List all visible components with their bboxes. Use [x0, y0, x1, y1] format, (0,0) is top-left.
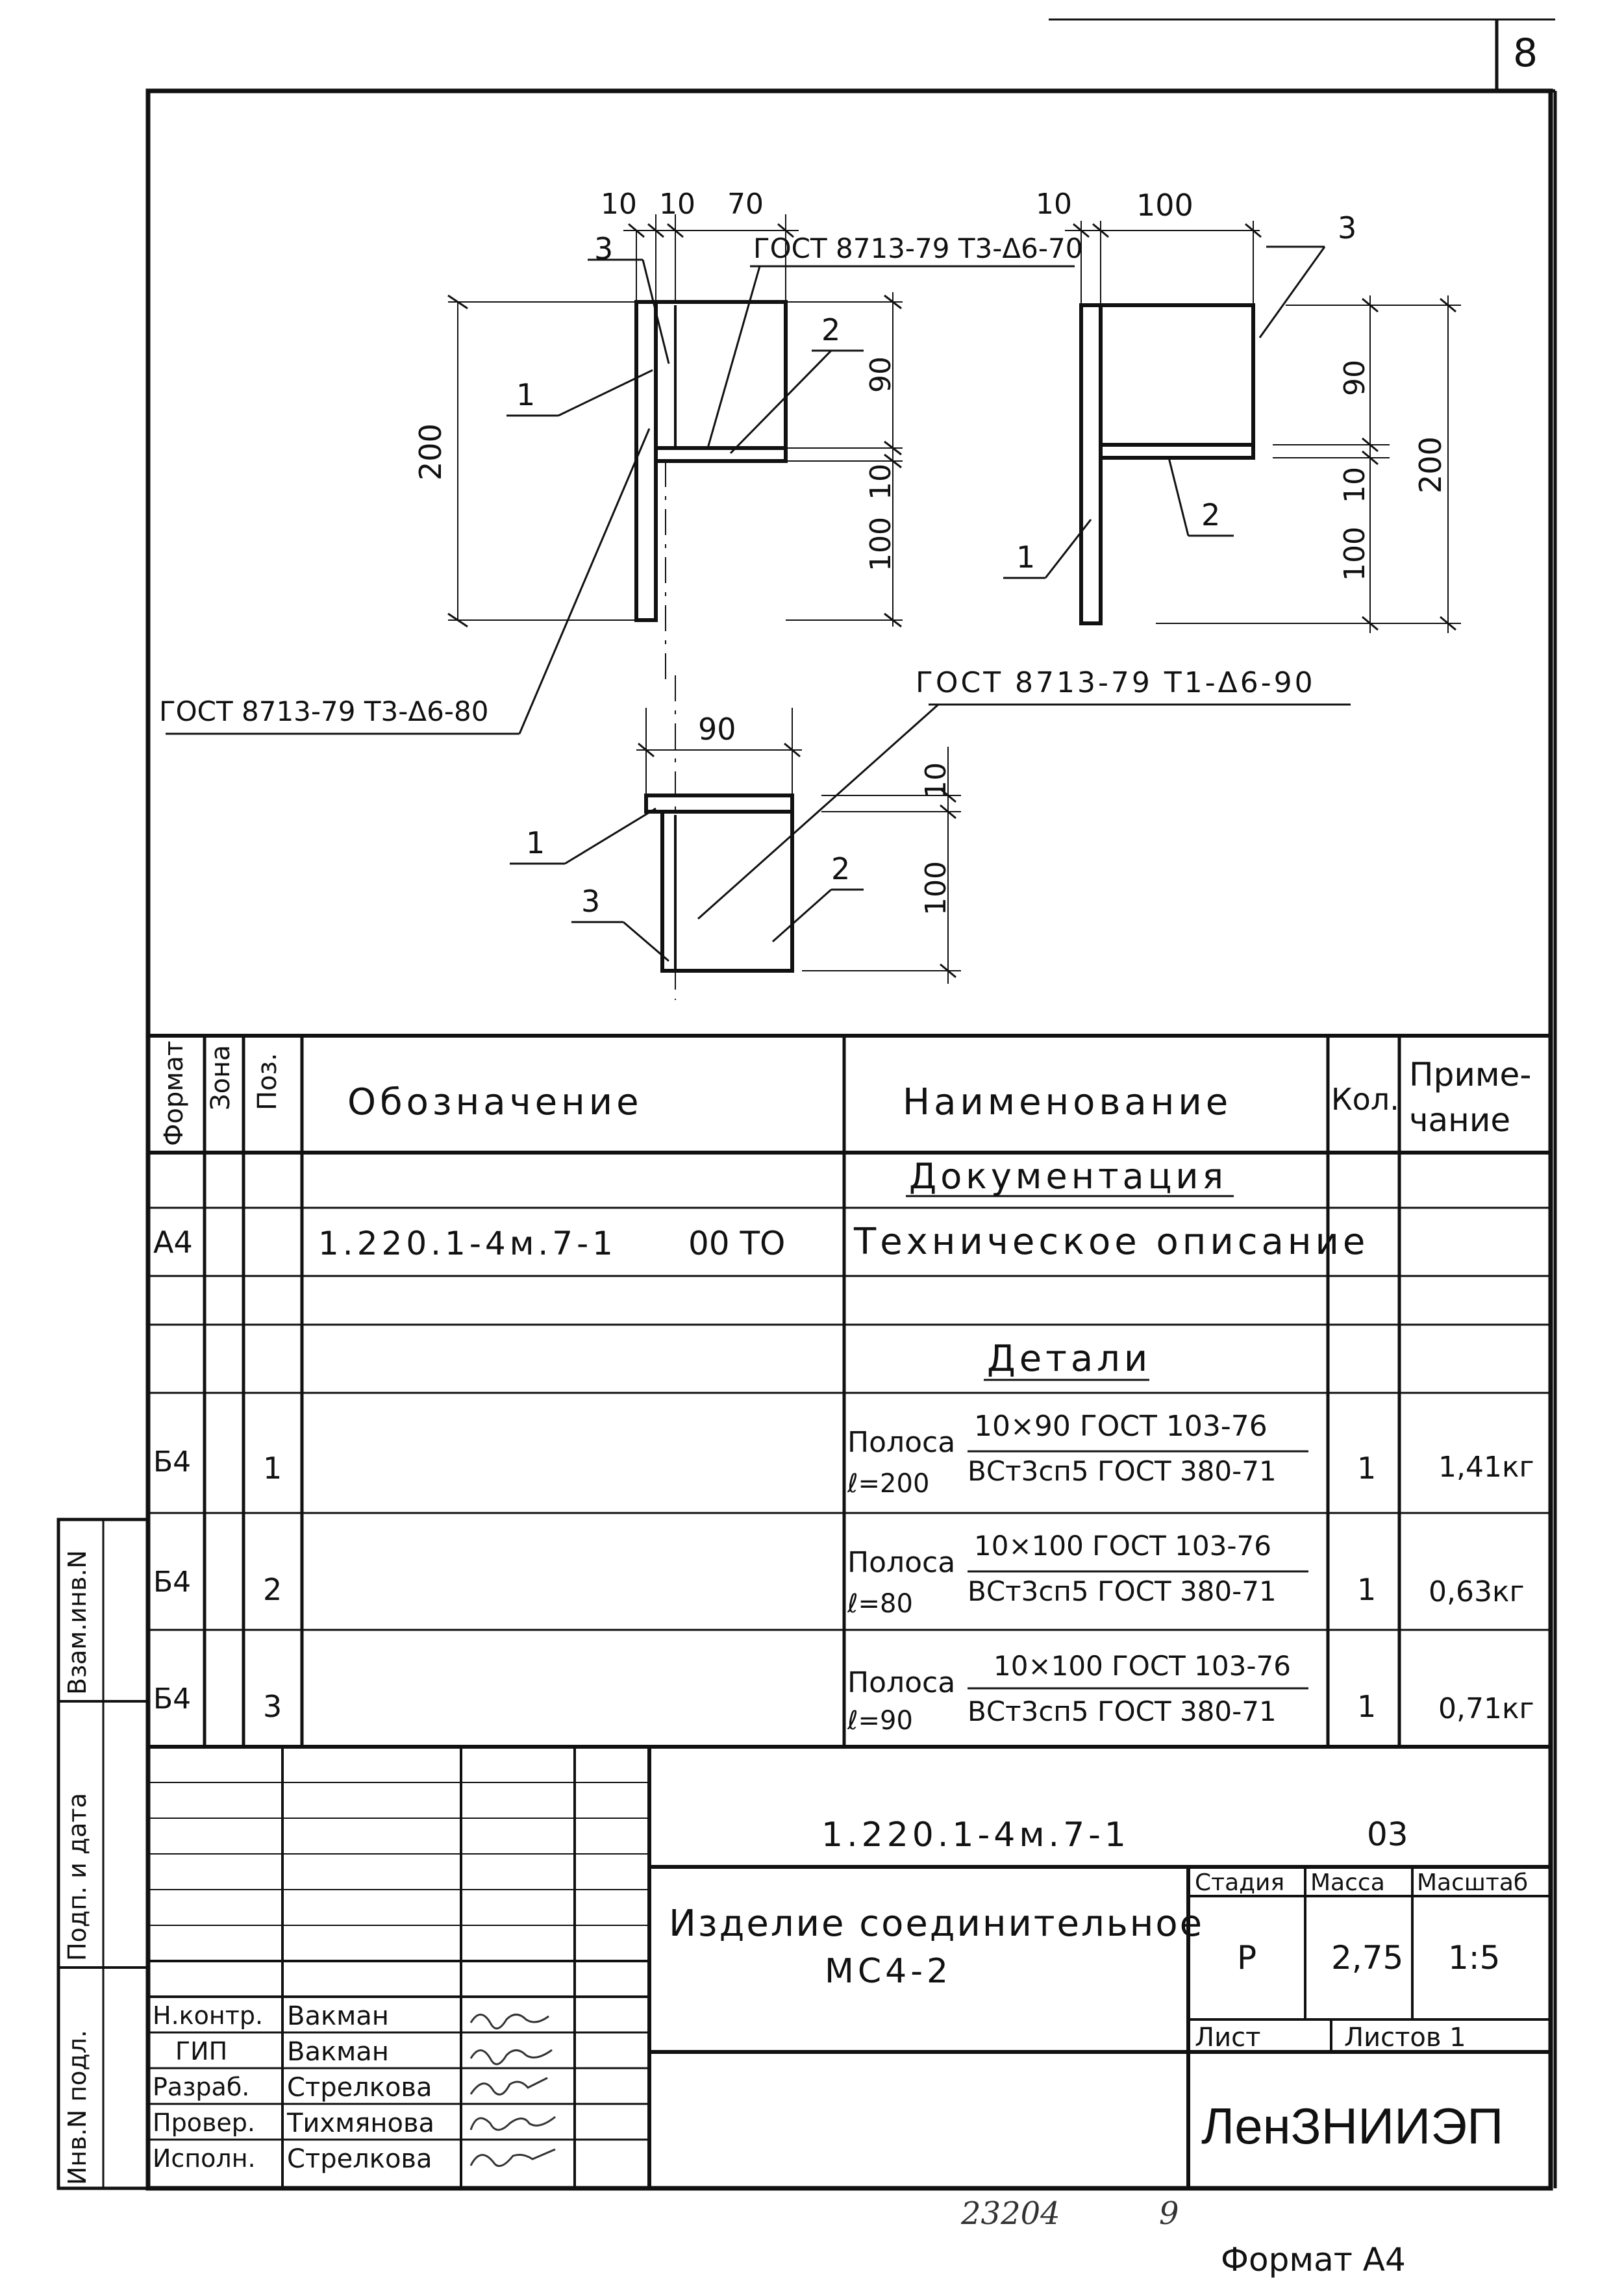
role-label: Н.контр.: [153, 2001, 264, 2030]
part-note: 1,41кг: [1438, 1451, 1534, 1484]
part-material-top: 10×100 ГОСТ 103-76: [993, 1650, 1291, 1682]
person-name: Вакман: [287, 2037, 389, 2067]
part-note: 0,71кг: [1438, 1692, 1534, 1725]
part-name-b: ℓ=90: [847, 1706, 913, 1736]
dim-label: 100: [1136, 188, 1193, 223]
sheet-label: Лист: [1195, 2023, 1261, 2053]
header-designation: Обозначение: [347, 1081, 643, 1123]
scale-label: Масштаб: [1417, 1869, 1529, 1896]
doc-format: А4: [153, 1225, 193, 1260]
header-note-1: Приме-: [1409, 1056, 1532, 1094]
part-format: Б4: [153, 1566, 192, 1599]
person-name: Стрелкова: [287, 2073, 432, 2103]
part-format: Б4: [153, 1682, 192, 1716]
weld-note: ГОСТ 8713-79 Т1-Δ6-90: [916, 666, 1316, 699]
part-format: Б4: [153, 1445, 192, 1479]
part-name-b: ℓ=200: [847, 1469, 930, 1499]
mass-label: Масса: [1310, 1869, 1385, 1896]
part-note: 0,63кг: [1429, 1575, 1525, 1608]
product-mark: МС4-2: [825, 1952, 953, 1991]
stage-value: Р: [1237, 1939, 1257, 1977]
part-material-top: 10×90 ГОСТ 103-76: [974, 1410, 1268, 1443]
mass-value: 2,75: [1331, 1939, 1404, 1977]
part-qty: 1: [1357, 1451, 1377, 1486]
dim-label: 70: [727, 188, 764, 221]
person-name: Стрелкова: [287, 2144, 432, 2174]
person-name: Тихмянова: [287, 2108, 435, 2138]
sheet-frame: [145, 88, 1553, 2191]
header-note-2: чание: [1409, 1101, 1511, 1139]
section-parts-title: Детали: [987, 1338, 1152, 1380]
doc-suffix: 03: [1367, 1816, 1408, 1853]
sheets-label: Листов 1: [1344, 2023, 1466, 2053]
weld-note: ГОСТ 8713-79 Т3-Δ6-70: [753, 232, 1083, 264]
doc-designation: 1.220.1-4м.7-1: [318, 1225, 617, 1262]
doc-name: Техническое описание: [854, 1221, 1369, 1263]
doc-code: 00 ТО: [688, 1225, 786, 1262]
part-material-top: 10×100 ГОСТ 103-76: [974, 1530, 1271, 1562]
header-name: Наименование: [903, 1081, 1232, 1123]
dim-label: 10: [659, 188, 695, 221]
callout-3: 3: [581, 884, 601, 919]
part-name-a: Полоса: [847, 1546, 956, 1579]
header-qty: Кол.: [1331, 1082, 1399, 1117]
product-title: Изделие соединительное: [669, 1903, 1205, 1945]
part-qty: 1: [1357, 1572, 1377, 1607]
callout-1: 1: [526, 825, 545, 860]
part-material-bottom: ВСт3сп5 ГОСТ 380-71: [968, 1695, 1277, 1727]
section-docs-title: Документация: [909, 1156, 1227, 1197]
part-pos: 1: [263, 1451, 282, 1486]
archive-page: 9: [1159, 2195, 1179, 2232]
callout-1: 1: [516, 377, 536, 412]
scale-value: 1:5: [1448, 1939, 1501, 1977]
dim-label: 10: [601, 188, 637, 221]
archive-number: 23204: [961, 2195, 1060, 2232]
part-material-bottom: ВСт3сп5 ГОСТ 380-71: [968, 1455, 1277, 1487]
dim-label: 90: [698, 712, 736, 747]
callout-3: 3: [594, 231, 614, 266]
role-label: ГИП: [175, 2037, 228, 2066]
sheet-number: 8: [1513, 31, 1542, 76]
part-name-b: ℓ=80: [847, 1589, 913, 1619]
part-material-bottom: ВСт3сп5 ГОСТ 380-71: [968, 1575, 1277, 1607]
callout-2: 2: [1201, 497, 1221, 532]
role-label: Разраб.: [153, 2073, 250, 2101]
dim-label: 10: [1036, 188, 1072, 221]
organization: ЛенЗНИИЭП: [1201, 2097, 1504, 2155]
callout-2: 2: [831, 851, 851, 886]
stage-label: Стадия: [1195, 1869, 1285, 1896]
role-label: Исполн.: [153, 2144, 256, 2173]
doc-code: 1.220.1-4м.7-1: [821, 1816, 1131, 1855]
part-pos: 3: [263, 1689, 282, 1724]
part-qty: 1: [1357, 1689, 1377, 1724]
part-name-a: Полоса: [847, 1426, 956, 1459]
part-pos: 2: [263, 1572, 282, 1607]
callout-1: 1: [1016, 540, 1036, 575]
weld-note: ГОСТ 8713-79 Т3-Δ6-80: [159, 695, 489, 727]
format-label: Формат А4: [1221, 2241, 1406, 2279]
callout-2: 2: [821, 312, 841, 347]
role-label: Провер.: [153, 2108, 255, 2137]
person-name: Вакман: [287, 2001, 389, 2031]
part-name-a: Полоса: [847, 1666, 956, 1699]
callout-3: 3: [1338, 210, 1357, 245]
